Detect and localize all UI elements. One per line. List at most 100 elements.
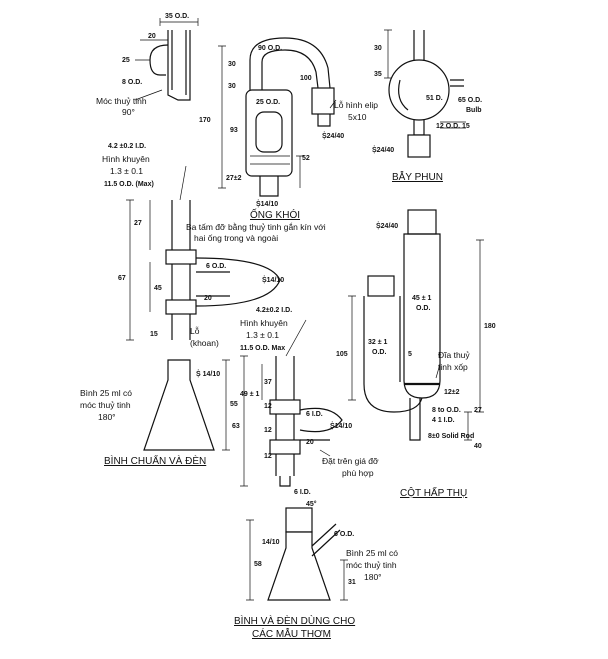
dim-st24b: Ṩ24/40: [372, 145, 394, 154]
dim-st14b: Ṩ14/10: [330, 421, 352, 430]
hole-label-2: (khoan): [190, 338, 219, 348]
dim-4id: 4 1 I.D.: [432, 417, 455, 424]
flask25a-angle: 180°: [98, 412, 116, 422]
dim-170: 170: [199, 117, 211, 124]
dim-8od: 8 O.D.: [122, 79, 142, 86]
dim-20b: 20: [204, 295, 212, 302]
dim-8od2: 8 to O.D.: [432, 407, 461, 414]
hole-label: Lỗ: [190, 326, 200, 336]
dim-25od: 25 O.D.: [256, 99, 280, 106]
disc-label-2: tinh xốp: [438, 362, 468, 372]
cone2-od: 11.5 O.D. Max: [240, 345, 285, 352]
dim-58: 58: [254, 561, 262, 568]
dim-st2440: Ṩ24/40: [376, 221, 398, 230]
standard-flask-lamp: 27 67 45 6 O.D. 20 15 Ṩ14/10 4.2 ±0.2 I.…: [80, 143, 284, 467]
cone1-label: Hình khuyên: [102, 154, 150, 164]
dim-st1410: Ṩ14/10: [262, 275, 284, 284]
dim-6id2: 6 I.D.: [294, 489, 311, 496]
dim-27b: 27: [134, 220, 142, 227]
dim-5: 5: [408, 351, 412, 358]
dim-30: 30: [228, 61, 236, 68]
absorber-caption: CỘT HẤP THỤ: [400, 486, 467, 499]
dim-20c: 20: [306, 439, 314, 446]
dim-20: 20: [148, 33, 156, 40]
aromatics-flask-lamp: 45° 6 O.D. 58 14/10 31 Bình 25 ml có móc…: [234, 500, 398, 640]
dim-bulb: Bulb: [466, 107, 482, 114]
dim-35: 35: [374, 71, 382, 78]
dim-35od: 35 O.D.: [165, 13, 189, 20]
plates-label-1: Ba tấm đỡ bằng thuỷ tinh gắn kín với: [186, 222, 326, 232]
dim-27c: 27: [474, 407, 482, 414]
cone1-top-dim: 4.2 ±0.2 I.D.: [108, 143, 146, 150]
hook90-label: Móc thuỷ tinh: [96, 96, 147, 106]
dim-st24: Ṩ24/40: [322, 131, 344, 140]
dim-100: 100: [300, 75, 312, 82]
dim-52: 52: [302, 155, 310, 162]
disc-label: Đĩa thuỷ: [438, 350, 470, 360]
dim-15b: 15: [150, 331, 158, 338]
support-label: Đặt trên giá đỡ: [322, 456, 379, 466]
dim-12b: 12: [264, 427, 272, 434]
dim-55: 55: [230, 401, 238, 408]
dim-30c: 30: [374, 45, 382, 52]
cone2-top-dim: 4.2±0.2 I.D.: [256, 307, 292, 314]
plates-label-2: hai ống trong và ngoài: [194, 233, 278, 243]
dim-15: 15: [462, 123, 470, 130]
dim-65od: 65 O.D.: [458, 97, 482, 104]
cone2-label: Hình khuyên: [240, 318, 288, 328]
dim-90od: 90 O.D.: [258, 45, 282, 52]
dim-6od: 6 O.D.: [206, 263, 226, 270]
chimney-caption: ỐNG KHÓI: [250, 207, 300, 221]
flask25b-angle: 180°: [364, 572, 382, 582]
aromatics-caption-2: CÁC MẪU THƠM: [252, 627, 331, 640]
cone2-size: 1.3 ± 0.1: [246, 330, 279, 340]
ellipse-hole-label: Lỗ hình elip: [334, 100, 378, 110]
dim-49: 49 ± 1: [240, 391, 260, 398]
flask25a-hook: móc thuỷ tinh: [80, 400, 131, 410]
dim-180: 180: [484, 323, 496, 330]
spray-trap: 30 35 51 D. 65 O.D. Bulb 12 O.D. 15 Ṩ24/…: [372, 29, 482, 183]
dim-45od: 45 ± 1: [412, 295, 432, 302]
dim-105: 105: [336, 351, 348, 358]
dim-6od3: 6 O.D.: [334, 531, 354, 538]
dim-63: 63: [232, 423, 240, 430]
dim-32od: 32 ± 1: [368, 339, 388, 346]
cone1-size: 1.3 ± 0.1: [110, 166, 143, 176]
dim-12c: 12: [264, 453, 272, 460]
flask25b-hook: móc thuỷ tinh: [346, 560, 397, 570]
absorber-column: Ṩ24/40 45 ± 1 O.D. 180 32 ± 1 O.D. 105 5…: [336, 209, 496, 499]
cone1-od: 11.5 O.D. (Max): [104, 181, 154, 188]
dim-12: 12±2: [444, 389, 460, 396]
flask25a-label: Bình 25 ml có: [80, 388, 132, 398]
dim-51d: 51 D.: [426, 95, 443, 102]
dim-st14: Ṩ14/10: [256, 199, 278, 208]
support-label-2: phù hợp: [342, 468, 374, 478]
dim-37: 37: [264, 379, 272, 386]
glass-hook-90: 35 O.D. 20 25 8 O.D. Móc thuỷ tinh 90°: [96, 13, 199, 117]
flask-lamp-caption: BÌNH CHUẨN VÀ ĐÈN: [104, 454, 206, 467]
dim-6id: 6 I.D.: [306, 411, 323, 418]
dim-1410b: 14/10: [262, 539, 280, 546]
dim-25: 25: [122, 57, 130, 64]
dim-45deg: 45°: [306, 500, 317, 508]
dim-40: 40: [474, 443, 482, 450]
chimney-assembly: 90 O.D. 30 30 100 25 O.D. 170 93 52 27±2…: [186, 37, 378, 243]
dim-od: O.D.: [416, 305, 430, 312]
dim-93: 93: [230, 127, 238, 134]
middle-lamp: 37 49 ± 1 63 12 12 12 6 I.D. 20 Ṩ14/10 6…: [232, 307, 379, 496]
dim-1410: Ṩ 14/10: [196, 369, 220, 378]
dim-30b: 30: [228, 83, 236, 90]
hook90-angle: 90°: [122, 107, 135, 117]
ellipse-hole-size: 5x10: [348, 112, 367, 122]
flask25b-label: Bình 25 ml có: [346, 548, 398, 558]
dim-12a: 12: [264, 403, 272, 410]
dim-27: 27±2: [226, 175, 242, 182]
dim-45: 45: [154, 285, 162, 292]
solid-rod: 8±0 Solid Rod: [428, 433, 474, 440]
aromatics-caption: BÌNH VÀ ĐÈN DÙNG CHO: [234, 614, 355, 627]
spray-trap-caption: BẪY PHUN: [392, 170, 443, 183]
dim-31: 31: [348, 579, 356, 586]
dim-67: 67: [118, 275, 126, 282]
dim-12od: 12 O.D.: [436, 123, 460, 130]
